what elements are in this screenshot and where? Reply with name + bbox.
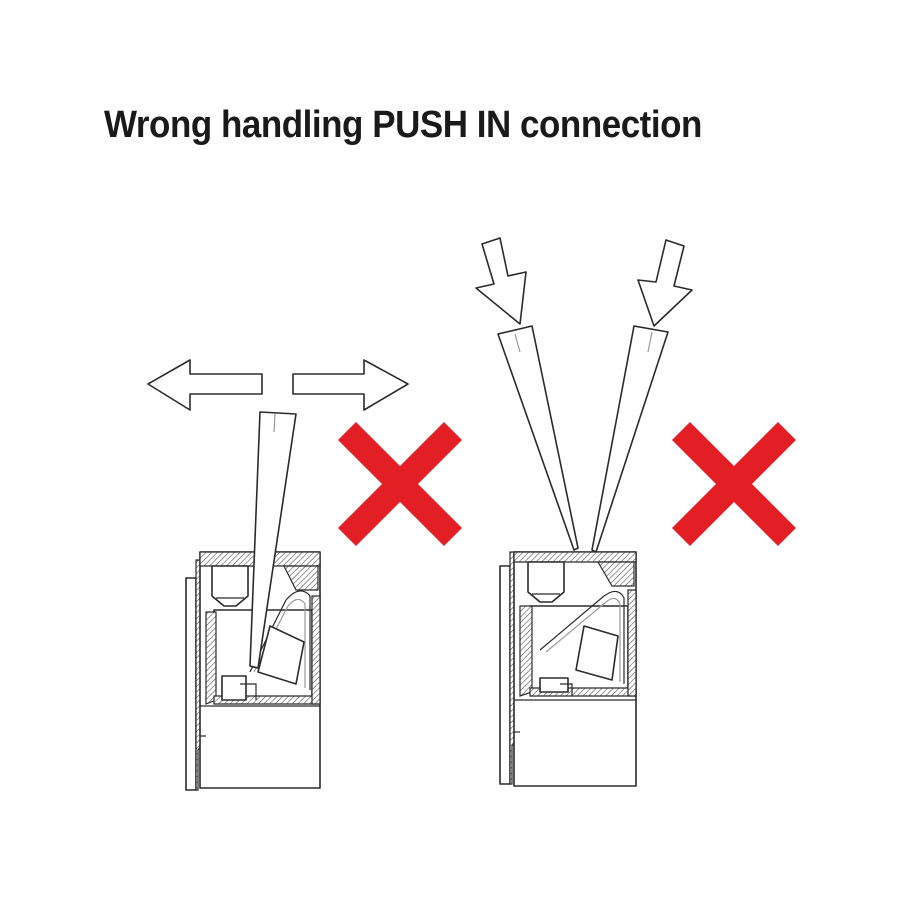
arrow-right-icon xyxy=(292,359,409,411)
arrow-left-icon xyxy=(147,359,263,411)
screwdriver-right-b xyxy=(591,325,669,553)
wrong-mark-left-icon xyxy=(338,422,462,546)
panel-right xyxy=(475,237,796,787)
page-title: Wrong handling PUSH IN connection xyxy=(104,104,702,146)
arrow-down-icon xyxy=(475,237,527,325)
screwdriver-left xyxy=(249,411,297,669)
cross-stroke-b xyxy=(338,422,462,546)
panel-left xyxy=(147,359,462,791)
wrong-mark-right-icon xyxy=(672,422,796,546)
screwdriver-right-a xyxy=(497,325,579,551)
cross-stroke-b xyxy=(672,422,796,546)
arrow-down-icon xyxy=(637,239,693,327)
terminal-block-right xyxy=(499,551,637,787)
